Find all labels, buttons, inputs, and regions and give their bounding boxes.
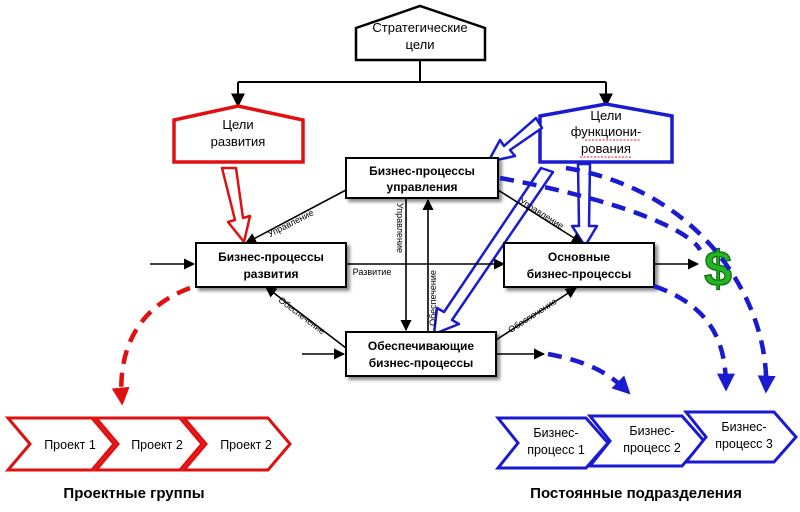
core-bp-line2: бизнес-процессы <box>527 267 632 281</box>
project-label-2: Проект 2 <box>131 438 183 452</box>
functioning-goals-line1: Цели <box>590 108 621 123</box>
process-chevron-2 <box>586 414 706 468</box>
blue-hollow-arrows <box>432 116 599 336</box>
process-3-line1: Бизнес- <box>721 420 766 434</box>
development-goals-line1: Цели <box>222 117 253 132</box>
dashed-arrow-to-process3-a <box>565 165 776 394</box>
process-2-line1: Бизнес- <box>629 424 674 438</box>
project-label-3: Проект 2 <box>220 438 272 452</box>
support-bp-node: Обеспечивающие бизнес-процессы <box>345 331 497 377</box>
process-chevron-1 <box>494 416 610 470</box>
edge-label-management-development: Управление <box>266 208 315 240</box>
blue-arrow-to-support <box>432 166 555 336</box>
blue-arrow-to-core <box>570 162 599 248</box>
management-bp-node: Бизнес-процессы управления <box>345 157 499 199</box>
edge-label-management-support: Управление <box>395 203 405 253</box>
edge-label-support-management: Обеспечение <box>428 270 438 326</box>
edge-label-support-core: Обеспечение <box>506 296 558 335</box>
bp-connectors <box>150 189 700 360</box>
caption-project-groups: Проектные группы <box>63 485 204 502</box>
process-3-line2: процесс 3 <box>715 437 773 451</box>
management-bp-line2: управления <box>387 180 458 194</box>
dashed-line-to-dollar <box>499 175 703 252</box>
dashed-curves <box>111 165 776 406</box>
strategic-goals-line1: Стратегические <box>372 20 467 35</box>
development-bp-line2: развития <box>243 267 298 281</box>
project-chevron-3 <box>180 416 292 472</box>
development-bp-node: Бизнес-процессы развития <box>195 242 347 288</box>
caption-permanent-departments: Постоянные подразделения <box>530 485 742 502</box>
process-1-line2: процесс 1 <box>527 443 585 457</box>
project-chevron-labels: Проект 1 Проект 2 Проект 2 <box>44 438 272 452</box>
process-chevron-labels: Бизнес- процесс 1 Бизнес- процесс 2 Бизн… <box>527 420 773 457</box>
development-goals-node: Цели развития <box>172 104 305 164</box>
strategic-goals-connector <box>231 60 613 108</box>
functioning-goals-line3: рования <box>581 141 631 156</box>
dashed-arrow-to-projects <box>111 285 191 406</box>
edge-label-development-core: Развитие <box>353 267 392 277</box>
functioning-goals-node: Цели функциони- рования <box>538 102 674 164</box>
dashed-arrow-to-process3-b <box>653 283 735 392</box>
process-chevron-3 <box>682 410 798 464</box>
dashed-arrow-to-process2 <box>547 351 631 395</box>
edge-label-support-development: Обеспечение <box>276 295 327 337</box>
support-bp-line2: бизнес-процессы <box>369 356 474 370</box>
core-bp-node: Основные бизнес-процессы <box>503 242 655 288</box>
project-chevron-2 <box>92 416 204 472</box>
functioning-goals-line2: функциони- <box>571 124 642 139</box>
project-chevrons <box>4 416 292 472</box>
process-2-line2: процесс 2 <box>623 441 681 455</box>
blue-arrow-to-management <box>486 116 544 164</box>
strategic-goals-node: Стратегические цели <box>354 4 487 62</box>
management-bp-line1: Бизнес-процессы <box>369 164 475 178</box>
red-hollow-arrow <box>220 166 252 244</box>
support-bp-line1: Обеспечивающие <box>368 339 475 353</box>
process-chevrons <box>494 410 798 470</box>
development-goals-line2: развития <box>211 134 266 149</box>
process-1-line1: Бизнес- <box>533 426 578 440</box>
development-bp-line1: Бизнес-процессы <box>218 250 324 264</box>
core-bp-line1: Основные <box>548 250 610 264</box>
project-label-1: Проект 1 <box>44 438 96 452</box>
project-chevron-1 <box>4 416 116 472</box>
strategic-goals-line2: цели <box>406 37 435 52</box>
